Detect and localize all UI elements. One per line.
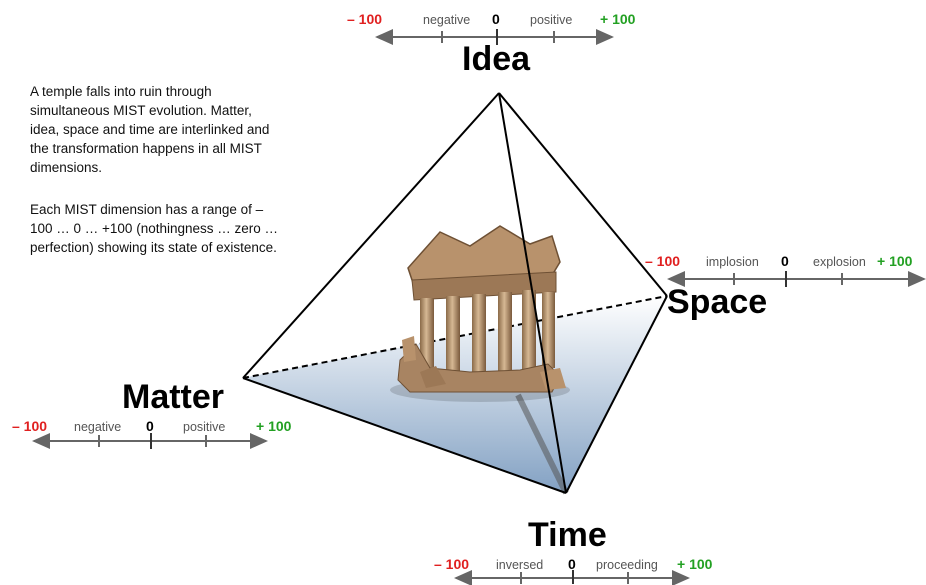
space-min-label: – 100 bbox=[645, 253, 681, 269]
space-axis bbox=[667, 271, 926, 287]
idea-axis bbox=[375, 29, 614, 45]
time-min-label: – 100 bbox=[434, 556, 470, 572]
idea-high-label: positive bbox=[530, 13, 573, 27]
matter-axis bbox=[32, 433, 268, 449]
shadow-edge bbox=[515, 393, 569, 495]
space-zero-label: 0 bbox=[781, 253, 789, 269]
idea-title: Idea bbox=[462, 40, 531, 78]
idea-min-label: – 100 bbox=[347, 11, 383, 27]
matter-zero-label: 0 bbox=[146, 418, 154, 434]
idea-zero-label: 0 bbox=[492, 11, 500, 27]
space-title: Space bbox=[667, 283, 768, 321]
edge-right-bottom bbox=[565, 295, 668, 494]
edge-top-right bbox=[498, 92, 668, 297]
matter-max-label: + 100 bbox=[256, 418, 292, 434]
matter-low-label: negative bbox=[74, 420, 122, 434]
edge-top-left bbox=[242, 92, 500, 379]
time-high-label: proceeding bbox=[596, 558, 658, 572]
description-paragraph-1: A temple falls into ruin through simulta… bbox=[30, 82, 280, 177]
description-paragraph-2: Each MIST dimension has a range of – 100… bbox=[30, 200, 280, 257]
time-max-label: + 100 bbox=[677, 556, 713, 572]
idea-low-label: negative bbox=[423, 13, 471, 27]
time-title: Time bbox=[528, 516, 607, 554]
matter-min-label: – 100 bbox=[12, 418, 48, 434]
edge-left-bottom bbox=[242, 377, 567, 494]
space-max-label: + 100 bbox=[877, 253, 913, 269]
space-low-label: implosion bbox=[706, 255, 759, 269]
description-text-2: Each MIST dimension has a range of – 100… bbox=[30, 202, 279, 255]
tetrahedron-base-face bbox=[243, 296, 667, 493]
temple-ruin-image bbox=[390, 225, 570, 402]
time-zero-label: 0 bbox=[568, 556, 576, 572]
description-text-1: A temple falls into ruin through simulta… bbox=[30, 84, 270, 175]
time-axis bbox=[454, 570, 690, 585]
space-high-label: explosion bbox=[813, 255, 866, 269]
idea-max-label: + 100 bbox=[600, 11, 636, 27]
matter-high-label: positive bbox=[183, 420, 226, 434]
time-low-label: inversed bbox=[496, 558, 544, 572]
matter-title: Matter bbox=[122, 378, 225, 416]
edge-top-bottom bbox=[498, 92, 567, 494]
